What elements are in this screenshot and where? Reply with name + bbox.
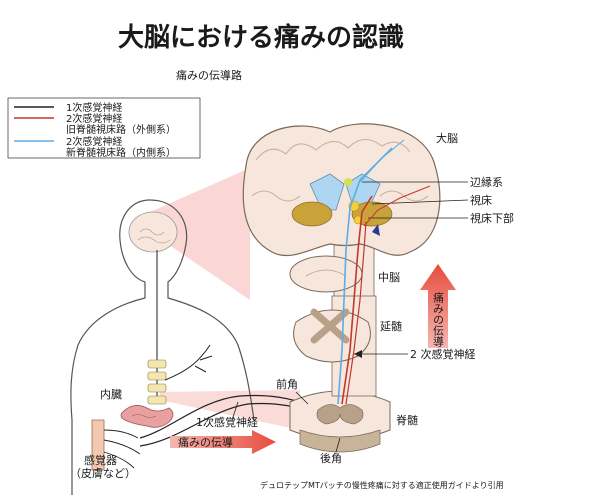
label-midbrain: 中脳 <box>378 271 400 284</box>
pain-conduction-arrow-horizontal <box>170 430 276 454</box>
source-credit: デュロテップMTパッチの慢性疼痛に対する適正使用ガイドより引用 <box>260 480 504 490</box>
old-spinothalamic-tract <box>341 195 373 405</box>
legend-label-first-neuron: 1次感覚神経 <box>66 101 122 114</box>
skin-receptor <box>91 419 141 471</box>
legend-label-old-tract: 旧脊髄視床路（外側系） <box>66 123 176 136</box>
old-spinothalamic-tract-2 <box>345 221 367 405</box>
pathway-arrowhead <box>372 224 380 236</box>
nerve-branch-upper <box>164 344 213 381</box>
body-outline-left <box>70 199 151 495</box>
legend-label-new-tract: 新脊髄視床路（内側系） <box>66 146 176 159</box>
cortical-projection-red <box>363 185 431 227</box>
pointer-thalamus <box>371 199 469 205</box>
label-medulla: 延髄 <box>380 319 402 333</box>
label-first-neuron: 1次感覚神経 <box>196 415 258 429</box>
projection-wedge-spinal <box>160 390 300 430</box>
head-brain <box>128 211 178 253</box>
pain-conduction-arrow-vertical <box>420 264 456 348</box>
first-neuron-path <box>139 394 313 439</box>
first-neuron-pointer <box>231 401 239 421</box>
pointer-posterior-horn <box>335 437 341 453</box>
medulla-section <box>293 308 371 363</box>
cortical-projection-blue <box>359 139 405 183</box>
basal-ganglia-left <box>291 201 333 227</box>
legend: 1次感覚神経 2次感覚神経 旧脊髄視床路（外側系） 2次感覚神経 新脊髄視床路（… <box>7 97 201 159</box>
label-hypothalamus: 視床下部 <box>470 211 514 225</box>
label-viscera: 内臓 <box>100 387 122 401</box>
brain-coronal-section <box>242 123 441 257</box>
head-brain-folds <box>137 228 171 244</box>
spine <box>147 250 167 405</box>
limbic-dot <box>344 178 352 186</box>
viscera-organ <box>120 405 174 428</box>
label-thalamus: 視床 <box>470 193 492 207</box>
projection-wedge-brain <box>150 168 250 300</box>
label-pain-conduction-vertical: 痛みの伝導 <box>432 291 445 347</box>
legend-label-second-neuron-red: 2次感覚神経 <box>66 112 122 125</box>
label-spinal-cord: 脊髄 <box>396 413 418 427</box>
hypothalamus-dot <box>353 215 363 225</box>
pointer-anterior-horn <box>295 391 309 405</box>
midbrain-section <box>289 255 363 293</box>
label-brain: 大脳 <box>436 131 458 145</box>
label-posterior-horn: 後角 <box>320 451 342 465</box>
new-spinothalamic-tract <box>337 147 393 405</box>
label-limbic: 辺縁系 <box>470 175 503 189</box>
label-second-neuron: 2 次感覚神経 <box>410 347 476 361</box>
diagram-subtitle: 痛みの伝導路 <box>176 68 242 82</box>
human-figure <box>70 199 255 495</box>
legend-label-second-neuron-blue: 2次感覚神経 <box>66 135 122 148</box>
page-title: 大脳における痛みの認識 <box>118 22 404 53</box>
body-outline-right <box>149 199 255 421</box>
label-anterior-horn: 前角 <box>276 377 298 391</box>
label-receptor: 感覚器 <box>84 454 117 467</box>
label-pain-conduction: 痛みの伝導 <box>178 435 233 449</box>
label-receptor-sub: （皮膚など） <box>70 466 136 480</box>
spinal-cord-section <box>289 390 391 453</box>
